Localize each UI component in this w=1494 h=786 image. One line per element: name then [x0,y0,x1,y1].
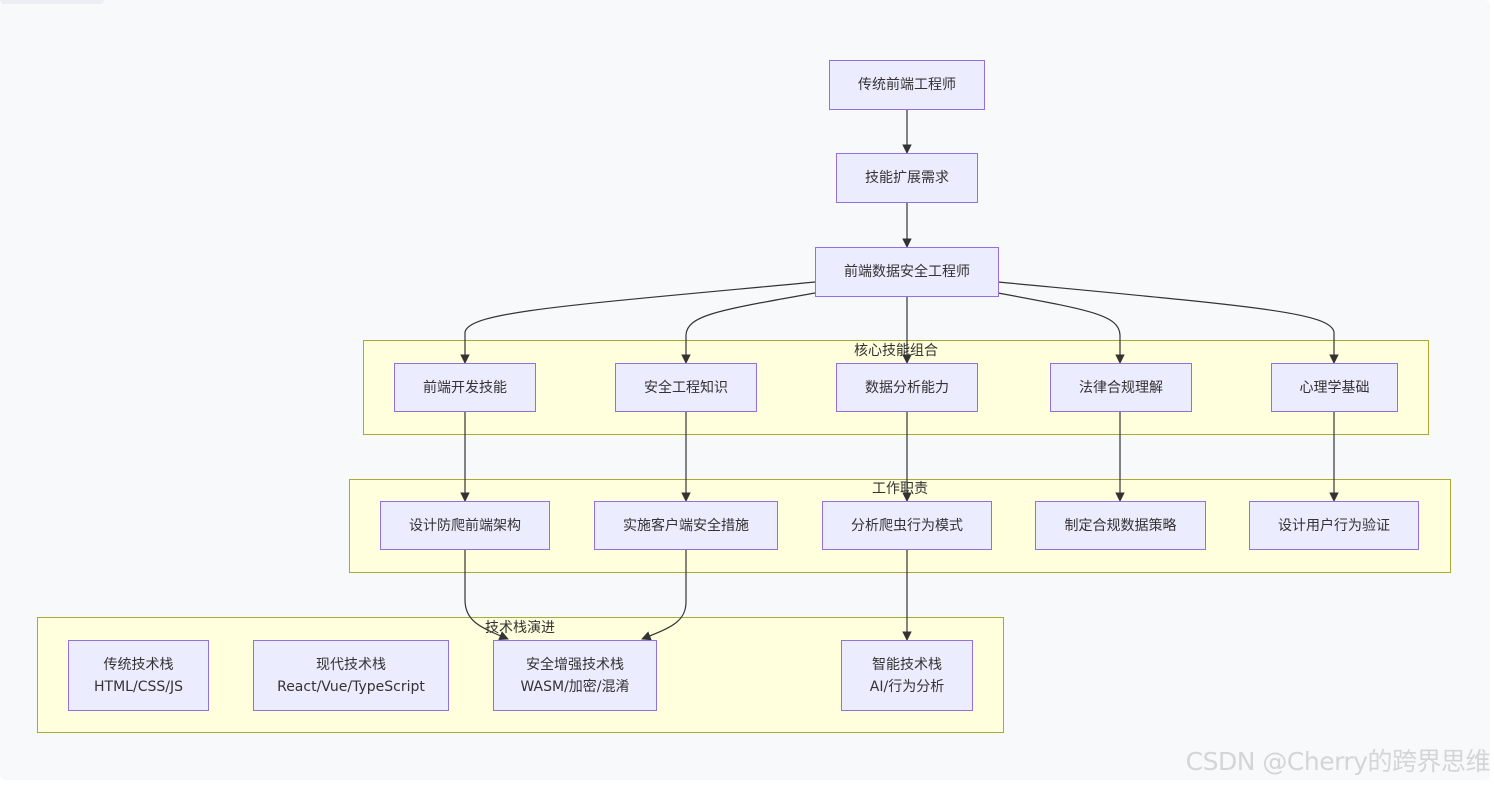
cluster-title-core-skills: 核心技能组合 [854,343,938,359]
node-data-analysis-ability: 数据分析能力 [836,363,978,412]
tab-fragment [0,0,104,4]
node-label: 传统前端工程师 [858,77,956,93]
node-label-line2: React/Vue/TypeScript [277,678,425,695]
node-crawler-behavior-analysis: 分析爬虫行为模式 [822,501,992,550]
node-label-line2: HTML/CSS/JS [94,678,183,695]
node-traditional-tech-stack: 传统技术栈 HTML/CSS/JS [68,640,209,711]
node-smart-tech-stack: 智能技术栈 AI/行为分析 [841,640,973,711]
edge-fe-sec-eng-to-sec-eng [681,292,816,364]
node-traditional-frontend-engineer: 传统前端工程师 [829,60,985,110]
node-label: 数据分析能力 [865,379,949,396]
node-security-enhanced-tech-stack: 安全增强技术栈 WASM/加密/混淆 [493,640,657,711]
node-user-behavior-verification: 设计用户行为验证 [1249,501,1419,550]
node-legal-compliance: 法律合规理解 [1050,363,1192,412]
node-label-line1: 安全增强技术栈 [526,656,624,673]
node-label: 实施客户端安全措施 [623,517,749,534]
edge-fe-sec-eng-to-psych [997,281,1339,364]
node-frontend-data-security-engineer: 前端数据安全工程师 [815,247,999,297]
node-label: 制定合规数据策略 [1064,517,1177,534]
node-design-anti-crawl-architecture: 设计防爬前端架构 [380,501,550,550]
node-label-line1: 智能技术栈 [872,656,942,673]
edge-design-arch-to-sec-stack [464,550,509,641]
node-modern-tech-stack: 现代技术栈 React/Vue/TypeScript [253,640,449,711]
node-label-line1: 传统技术栈 [103,656,174,673]
node-label: 心理学基础 [1299,379,1370,396]
node-frontend-dev-skills: 前端开发技能 [394,363,536,412]
node-label-line1: 现代技术栈 [316,656,386,673]
node-label: 安全工程知识 [644,379,728,396]
node-label: 前端开发技能 [423,379,507,396]
node-label: 技能扩展需求 [865,170,949,186]
edge-fe-sec-eng-to-legal [997,292,1125,364]
csdn-watermark: CSDN @Cherry的跨界思维 [1185,747,1491,776]
edge-client-sec-to-sec-stack [641,550,687,641]
node-label: 设计防爬前端架构 [409,517,521,534]
node-psychology-basics: 心理学基础 [1271,363,1398,412]
node-label-line2: AI/行为分析 [869,678,945,695]
node-security-engineering-knowledge: 安全工程知识 [615,363,757,412]
edge-fe-sec-eng-to-fe-dev [460,281,816,364]
node-client-security-measures: 实施客户端安全措施 [594,501,778,550]
node-label: 设计用户行为验证 [1278,517,1390,534]
node-label: 分析爬虫行为模式 [851,517,963,534]
cluster-title-duties: 工作职责 [872,481,928,497]
node-label: 前端数据安全工程师 [844,264,970,280]
node-label: 法律合规理解 [1079,379,1163,396]
cluster-title-tech-evolution: 技术栈演进 [485,620,555,636]
node-label-line2: WASM/加密/混淆 [520,678,630,695]
node-skill-expansion-need: 技能扩展需求 [836,153,978,203]
node-compliance-data-strategy: 制定合规数据策略 [1035,501,1206,550]
